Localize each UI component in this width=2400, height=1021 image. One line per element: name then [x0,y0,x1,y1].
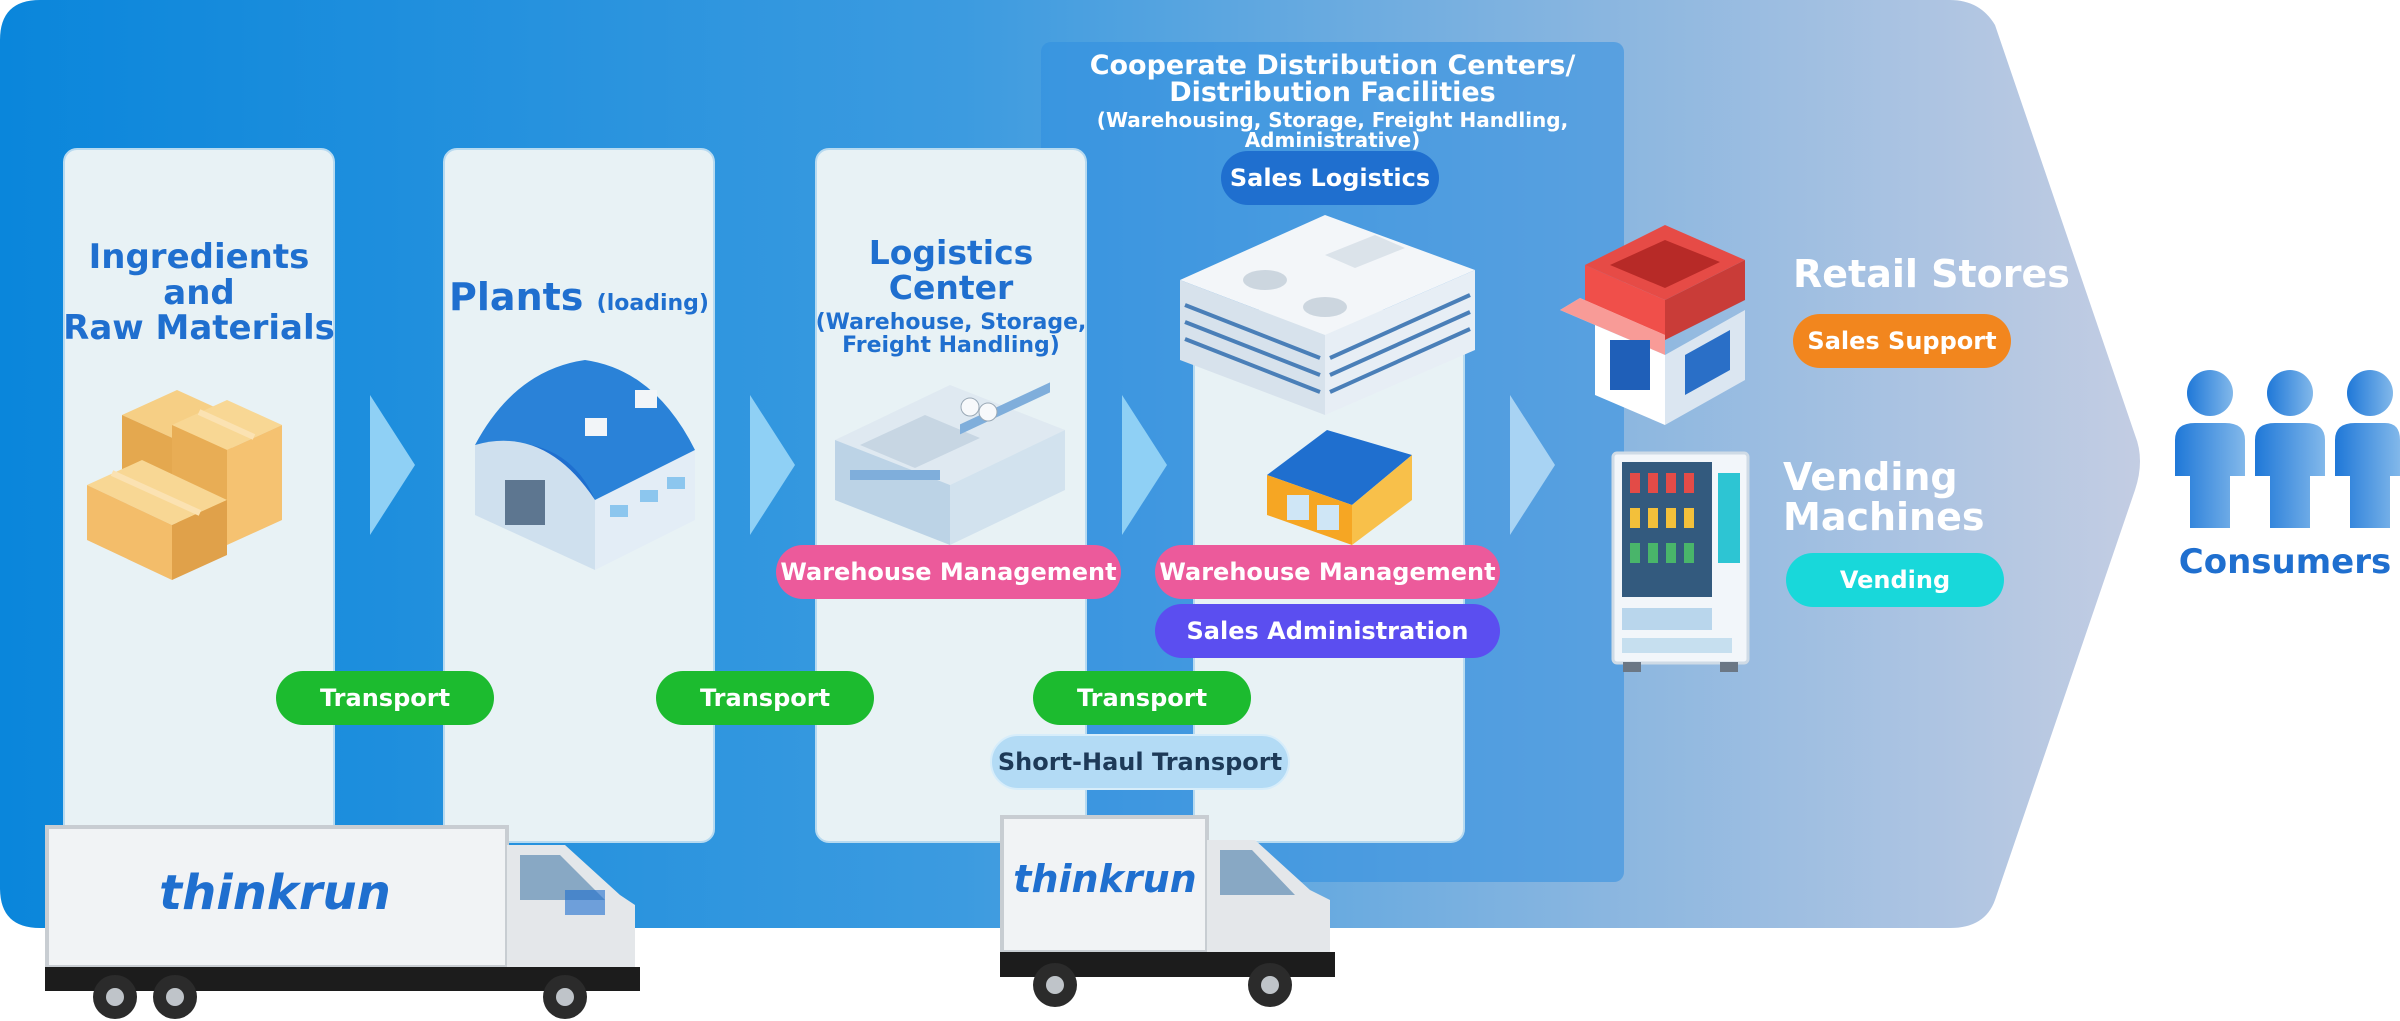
sales-support-badge: Sales Support [1793,314,2011,368]
delivery-truck-icon [45,825,640,1019]
transport-badge: Transport [276,671,494,725]
office-building-icon [1180,215,1475,415]
vending-badge: Vending [1786,553,2004,607]
warehouse-management-badge: Warehouse Management [776,545,1121,599]
plant-building-icon [475,360,695,570]
sales-logistics-badge: Sales Logistics [1221,151,1439,205]
short-haul-transport-badge: Short-Haul Transport [990,734,1290,790]
retail-title: Retail Stores [1793,252,2070,296]
chevron-arrow-icon [1122,395,1167,535]
transport-badge: Transport [656,671,874,725]
logistics-center-building-icon [835,382,1065,545]
delivery-truck-icon [1000,815,1335,1007]
chevron-arrow-icon [370,395,415,535]
truck-brand-logo: thinkrun [1013,857,1197,901]
cardboard-boxes-icon [87,390,282,580]
consumers-people-icon [2175,370,2400,528]
vending-machine-icon [1611,451,1750,672]
coop-title: Cooperate Distribution Centers/ Distribu… [1089,50,1576,152]
consumers-title: Consumers [2178,542,2392,582]
small-warehouse-icon [1267,430,1412,545]
chevron-arrow-icon [1510,395,1555,535]
retail-store-icon [1560,225,1745,425]
transport-badge: Transport [1033,671,1251,725]
vending-title: Vending Machines [1783,455,1985,539]
logistics-title: Logistics Center (Warehouse, Storage, Fr… [815,233,1087,359]
plants-title: Plants (loading) [449,275,709,319]
sales-administration-badge: Sales Administration [1155,604,1500,658]
warehouse-management-badge: Warehouse Management [1155,545,1500,599]
truck-brand-logo: thinkrun [159,865,391,921]
ingredients-title: Ingredients and Raw Materials [63,237,335,349]
chevron-arrow-icon [750,395,795,535]
